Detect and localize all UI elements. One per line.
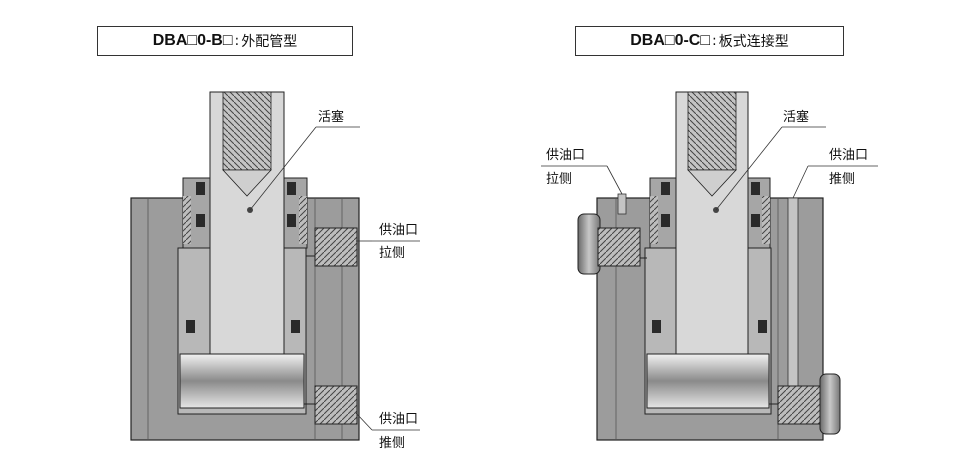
- left-label-port-pull-2: 拉侧: [379, 246, 405, 261]
- left-label-piston: 活塞: [318, 109, 344, 125]
- left-seal-2: [287, 182, 296, 195]
- right-seal-6: [758, 320, 767, 333]
- right-seal-2: [751, 182, 760, 195]
- left-seal-1: [196, 182, 205, 195]
- diagram-left: 活塞 供油口 拉侧 供油口 推侧: [130, 91, 420, 451]
- right-label-port-push-2: 推侧: [829, 172, 855, 187]
- title-right: DBA□0-C□ : 板式连接型: [575, 26, 844, 56]
- title-left-sep: :: [234, 33, 240, 49]
- left-seal-5: [186, 320, 195, 333]
- left-label-port-pull-1: 供油口: [379, 223, 418, 238]
- title-left-model: DBA□0-B□: [152, 32, 233, 49]
- left-seal-6: [291, 320, 300, 333]
- right-piston-head: [646, 353, 770, 409]
- title-right-sep: :: [712, 33, 717, 49]
- right-seal-5: [652, 320, 661, 333]
- right-label-port-push-1: 供油口: [829, 148, 868, 163]
- right-label-piston: 活塞: [783, 109, 809, 125]
- right-seal-1: [661, 182, 670, 195]
- right-plug-left: [577, 213, 601, 275]
- left-seal-4: [287, 214, 296, 227]
- left-port-push: [314, 385, 358, 425]
- left-label-port-push-2: 推侧: [379, 436, 405, 451]
- right-seal-3: [661, 214, 670, 227]
- right-plug-right: [819, 373, 841, 435]
- right-push-passage: [787, 197, 799, 397]
- left-piston-head: [179, 353, 305, 409]
- left-rod-thread: [222, 91, 272, 171]
- left-seal-3: [196, 214, 205, 227]
- left-label-port-push-1: 供油口: [379, 412, 418, 427]
- title-left: DBA□0-B□ : 外配管型: [97, 26, 353, 56]
- left-port-pull: [314, 227, 358, 267]
- title-right-type: 板式连接型: [718, 34, 789, 50]
- title-right-model: DBA□0-C□: [630, 32, 711, 49]
- right-pull-passage: [617, 193, 627, 215]
- right-label-port-pull-2: 拉侧: [546, 172, 572, 187]
- diagram-right: 活塞 供油口 拉侧 供油口 推侧: [541, 91, 878, 441]
- right-label-port-pull-1: 供油口: [546, 148, 585, 163]
- right-rod-thread: [687, 91, 737, 171]
- right-seal-4: [751, 214, 760, 227]
- title-left-type: 外配管型: [241, 34, 298, 50]
